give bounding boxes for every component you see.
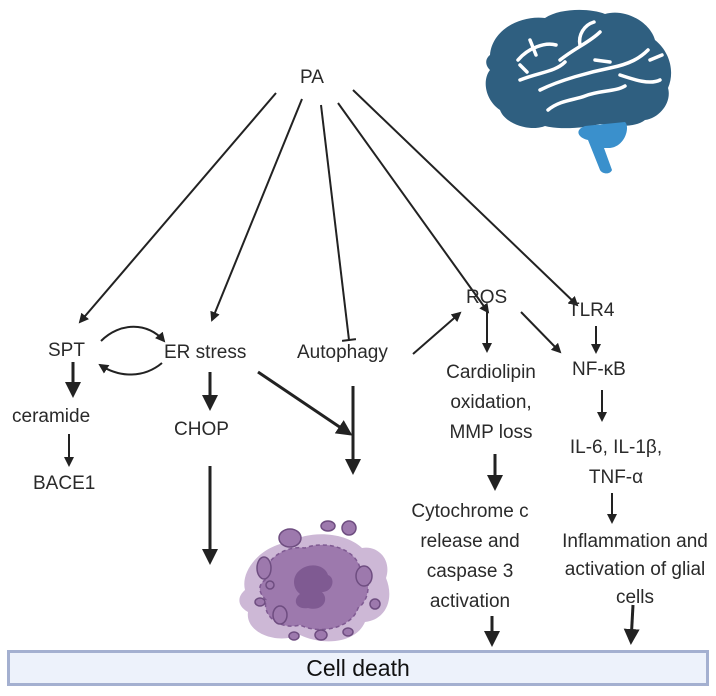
arrow-pa-spt: [78, 92, 277, 324]
cell-death-label: Cell death: [306, 654, 410, 681]
arrow-spt-er-stress: [100, 325, 166, 343]
node-ceramide: ceramide: [12, 406, 91, 427]
node-pa: PA: [300, 67, 324, 88]
apoptotic-cell-icon: [239, 520, 390, 642]
arrow-pa-ros: [337, 102, 490, 314]
brain-cerebellum: [578, 122, 628, 174]
arrow-autophagy-ros: [412, 311, 462, 355]
node-autophagy: Autophagy: [297, 342, 388, 363]
arrow-er-stress-spt: [98, 362, 163, 376]
node-er-stress: ER stress: [164, 342, 247, 363]
node-chop: CHOP: [174, 419, 229, 440]
node-inflammation: Inflammation and activation of glial cel…: [562, 531, 708, 608]
node-tlr4: TLR4: [568, 300, 615, 321]
inhibit-pa-autophagy: [320, 104, 357, 342]
node-spt: SPT: [48, 340, 85, 361]
node-cardiolipin: Cardiolipin oxidation, MMP loss: [446, 362, 536, 443]
arrow-inflammation-cell-death: [623, 604, 640, 645]
arrow-pa-er-stress: [210, 98, 303, 322]
arrow-pa-tlr4: [352, 89, 579, 307]
node-ros: ROS: [466, 287, 508, 308]
node-cytokines: IL-6, IL-1β, TNF-α: [569, 437, 663, 488]
cell-death-bar: Cell death: [7, 650, 709, 686]
arrow-er-stress-cell-death: [257, 370, 353, 436]
node-nfkb: NF-κB: [572, 359, 626, 380]
node-bace1: BACE1: [33, 473, 96, 494]
brain-cerebrum: [485, 9, 672, 129]
node-cytochrome: Cytochrome c release and caspase 3 activ…: [411, 501, 529, 612]
brain-icon: [485, 9, 672, 174]
arrow-ros-nfkb: [520, 311, 562, 354]
